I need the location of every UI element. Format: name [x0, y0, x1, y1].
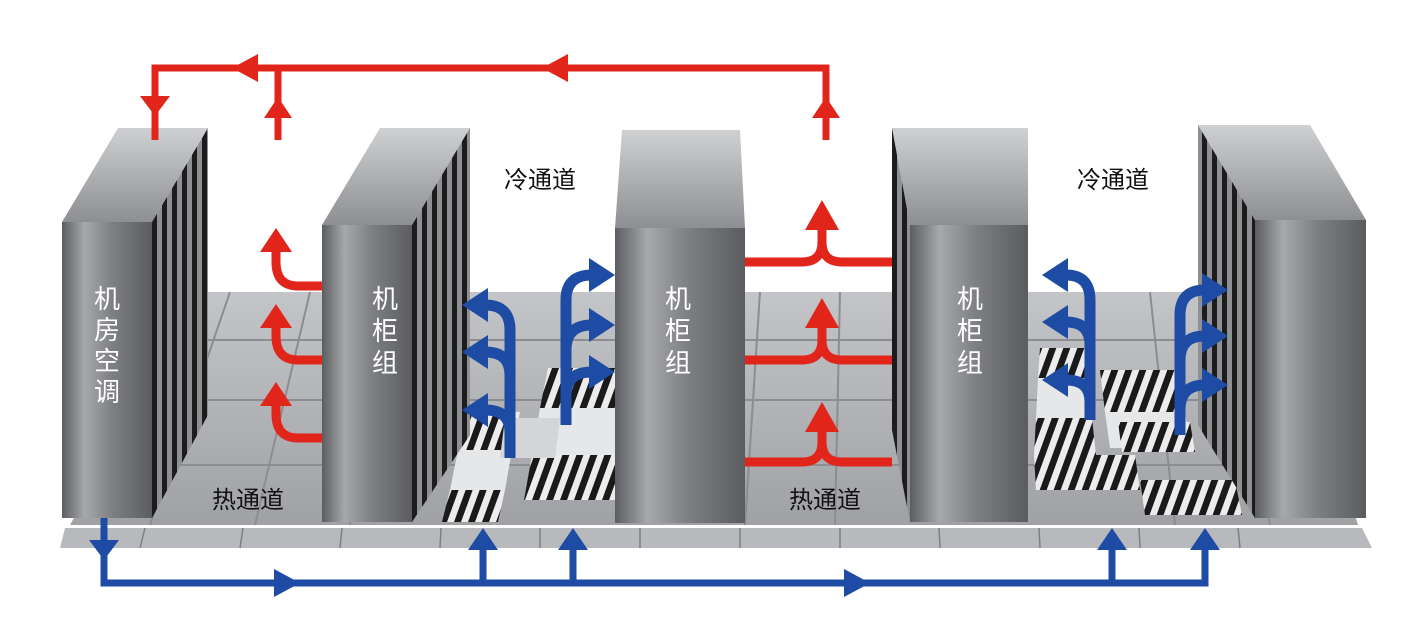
label-char: 组	[957, 349, 983, 379]
arrow-right-icon	[589, 308, 615, 342]
crac-label: 机房空调	[94, 285, 120, 408]
rack-group-4	[1198, 125, 1366, 518]
arrow-up-icon	[1190, 528, 1220, 550]
arrow-right-icon	[589, 355, 615, 389]
arrow-left-icon	[542, 54, 568, 82]
rack-group-3: 机柜组	[892, 128, 1028, 522]
hot-aisle-label-1: 热通道	[212, 486, 284, 514]
cold-aisle-label-1: 冷通道	[504, 166, 576, 194]
label-char: 柜	[665, 317, 691, 347]
arrow-left-icon	[1042, 258, 1068, 292]
rack-2-label: 机柜组	[665, 285, 691, 379]
arrow-left-icon	[232, 54, 258, 82]
arrow-up-icon	[805, 298, 839, 328]
arrow-left-icon	[462, 288, 488, 322]
label-char: 机	[94, 285, 120, 315]
arrow-down-icon	[89, 540, 119, 560]
label-char: 机	[372, 285, 398, 315]
arrow-up-icon	[805, 200, 839, 230]
arrow-up-icon	[260, 228, 292, 252]
label-char: 房	[94, 316, 120, 346]
arrow-right-icon	[1202, 319, 1228, 353]
arrow-left-icon	[1042, 363, 1068, 397]
label-char: 柜	[372, 317, 398, 347]
label-char: 机	[665, 285, 691, 315]
arrow-left-icon	[462, 393, 488, 427]
label-char: 柜	[957, 317, 983, 347]
hot-air-return-path	[140, 54, 892, 467]
rack-1-label: 机柜组	[372, 285, 398, 379]
arrow-right-icon	[589, 258, 615, 292]
cold-air-supply-path	[89, 258, 1228, 597]
arrow-up-icon	[812, 97, 840, 118]
rack-group-2: 机柜组	[615, 130, 745, 523]
arrow-up-icon	[264, 97, 292, 118]
label-char: 调	[94, 378, 120, 408]
arrow-left-icon	[1042, 305, 1068, 339]
perforated-tiles-cold-aisle-2	[1034, 348, 1242, 515]
arrow-right-icon	[844, 569, 870, 597]
arrow-up-icon	[1097, 528, 1127, 550]
arrow-up-icon	[558, 528, 588, 550]
arrow-right-icon	[274, 569, 300, 597]
arrow-up-icon	[260, 304, 292, 328]
arrow-down-icon	[140, 96, 170, 116]
label-char: 空	[94, 347, 120, 377]
arrow-up-icon	[260, 382, 292, 406]
label-char: 组	[372, 349, 398, 379]
cold-aisle-label-2: 冷通道	[1077, 166, 1149, 194]
rack-group-1: 机柜组	[322, 128, 470, 522]
label-char: 组	[665, 349, 691, 379]
arrow-up-icon	[805, 402, 839, 432]
arrow-right-icon	[1202, 368, 1228, 402]
label-char: 机	[957, 285, 983, 315]
arrow-up-icon	[468, 528, 498, 550]
arrow-left-icon	[462, 335, 488, 369]
rack-3-label: 机柜组	[957, 285, 983, 379]
crac-unit: 机房空调	[62, 128, 208, 518]
hot-aisle-label-2: 热通道	[789, 486, 861, 514]
arrow-right-icon	[1202, 273, 1228, 307]
